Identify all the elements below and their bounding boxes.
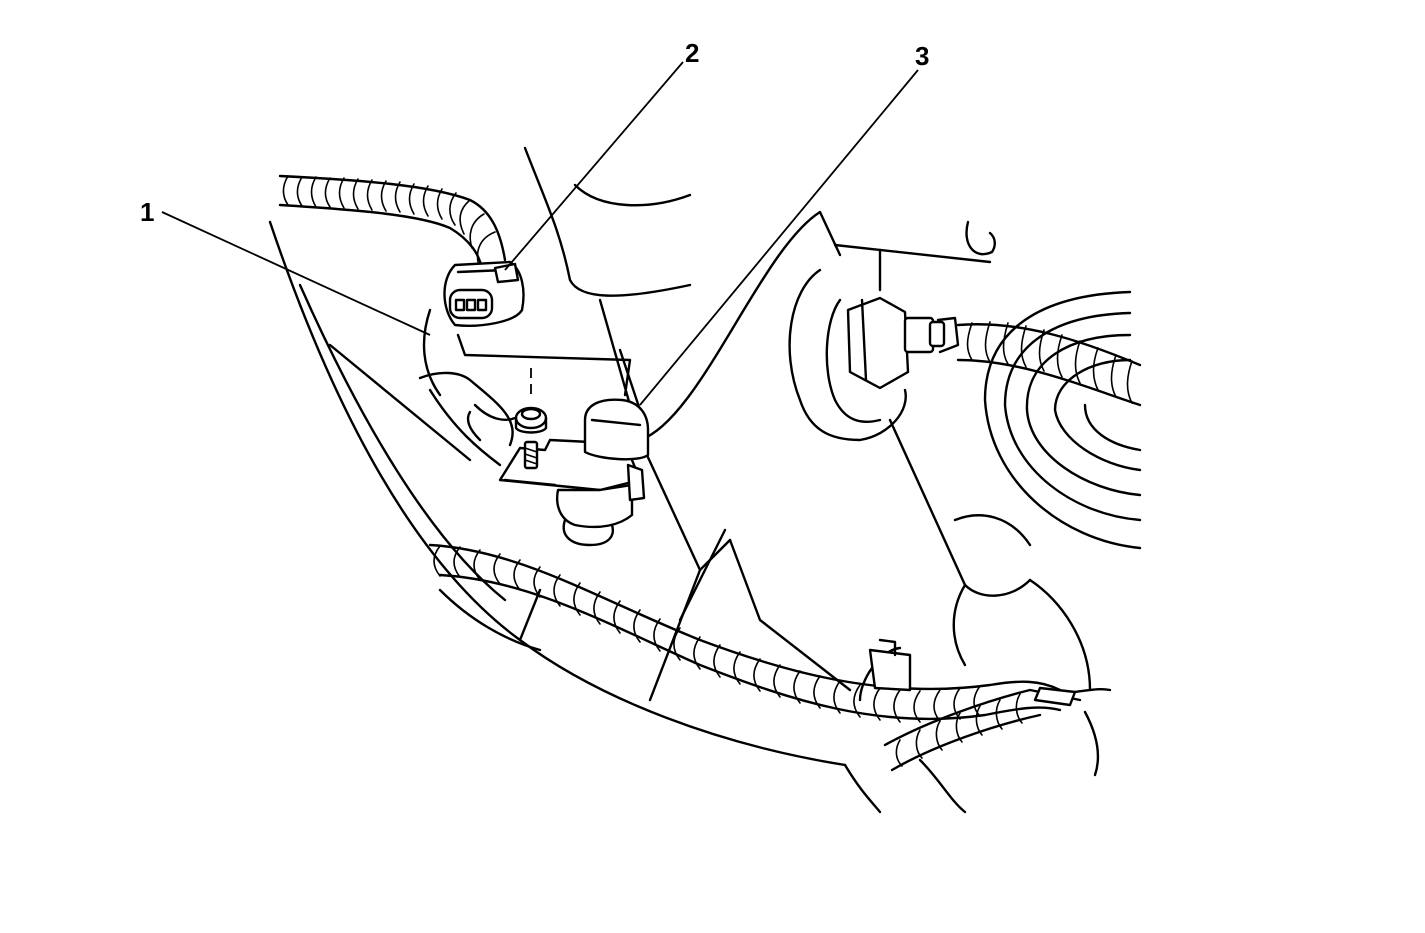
pulley-housing	[983, 290, 1142, 550]
sensor-icon	[556, 398, 650, 547]
electrical-connector-icon	[443, 260, 525, 327]
harness-right	[956, 321, 1142, 407]
callout-label-2: 2	[685, 38, 699, 68]
callout-label-3: 3	[915, 41, 929, 71]
leader-line-3	[639, 69, 919, 406]
leader-lines	[161, 61, 919, 406]
leader-line-1	[161, 211, 431, 336]
harness-lower	[428, 543, 1112, 772]
leader-line-2	[504, 61, 684, 271]
nut-and-stud-icon	[514, 368, 548, 470]
sender-fitting	[788, 268, 960, 442]
callout-label-1: 1	[140, 197, 154, 227]
harness-top-left	[278, 174, 507, 272]
engine-block-outline	[268, 146, 1100, 814]
